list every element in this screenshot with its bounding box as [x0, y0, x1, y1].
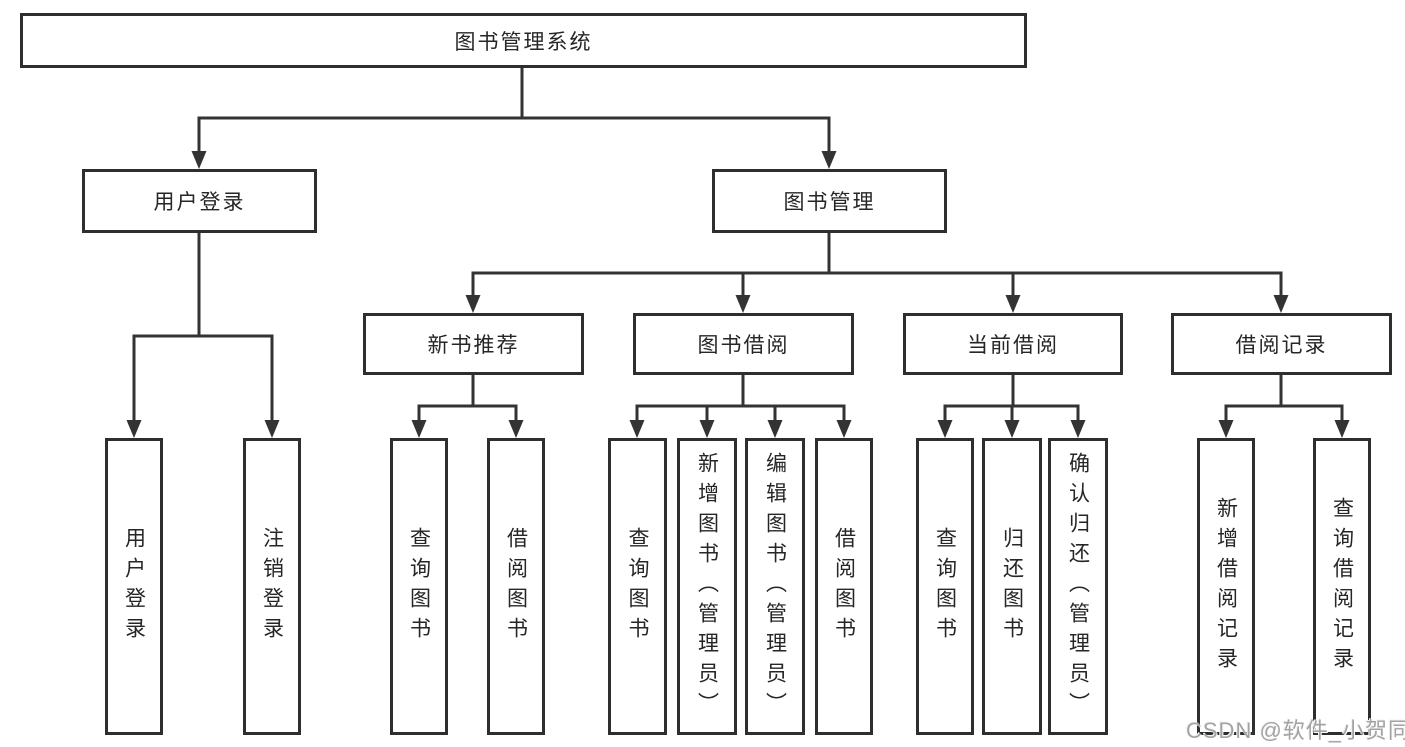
node-book-management: 图书管理	[712, 169, 947, 233]
node-leaf-query-borrow-record: 查询借阅记录	[1313, 438, 1371, 735]
node-leaf-borrow-query-book: 查询图书	[608, 438, 667, 735]
node-root-library-system: 图书管理系统	[20, 13, 1027, 68]
edge-root-to-level2	[191, 68, 837, 169]
edge-user-login-to-leaves	[126, 233, 280, 438]
edge-current-borrow-to-leaves	[937, 375, 1086, 438]
node-leaf-logout: 注销登录	[243, 438, 301, 735]
node-leaf-edit-book-admin: 编辑图书（管理员）	[745, 438, 805, 735]
node-borrow-records: 借阅记录	[1171, 313, 1392, 375]
node-leaf-add-borrow-record: 新增借阅记录	[1197, 438, 1255, 735]
edge-new-book-recommend-to-leaves	[411, 375, 524, 438]
node-leaf-return-book: 归还图书	[982, 438, 1042, 735]
edge-borrow-records-to-leaves	[1218, 375, 1350, 438]
node-leaf-user-login: 用户登录	[105, 438, 163, 735]
node-leaf-recommend-query-book: 查询图书	[390, 438, 448, 735]
edge-book-borrow-to-leaves	[629, 375, 852, 438]
edge-book-management-to-level3	[465, 233, 1289, 313]
node-leaf-confirm-return-admin: 确认归还（管理员）	[1048, 438, 1108, 735]
node-leaf-add-book-admin: 新增图书（管理员）	[677, 438, 737, 735]
csdn-watermark: CSDN @软件_小贺同学	[1186, 718, 1405, 743]
node-leaf-current-query-book: 查询图书	[916, 438, 974, 735]
node-new-book-recommend: 新书推荐	[363, 313, 584, 375]
node-leaf-recommend-borrow-book: 借阅图书	[487, 438, 545, 735]
node-current-borrow: 当前借阅	[903, 313, 1123, 375]
node-leaf-borrow-book: 借阅图书	[815, 438, 873, 735]
node-book-borrow: 图书借阅	[633, 313, 854, 375]
node-user-login: 用户登录	[82, 169, 317, 233]
